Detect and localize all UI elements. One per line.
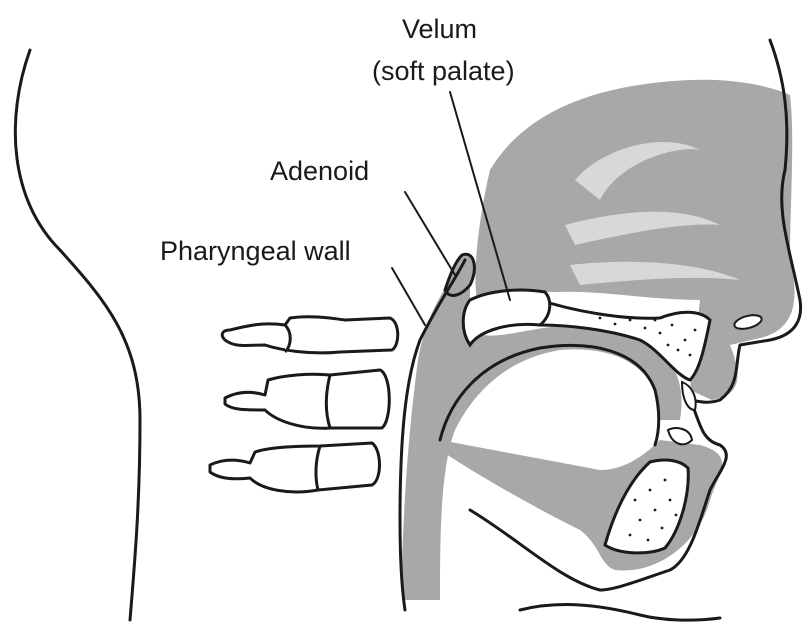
- velum-label: Velum: [402, 14, 477, 44]
- head-neck-outline: [15, 50, 140, 620]
- soft-palate-label: (soft palate): [372, 56, 515, 86]
- vertebra-2: [225, 370, 389, 428]
- vertebra-3: [210, 443, 380, 492]
- pharyngeal-wall-leader-line: [392, 268, 425, 325]
- pharyngeal-wall-label: Pharyngeal wall: [160, 236, 351, 266]
- chin-neck-line: [520, 605, 720, 621]
- adenoid-label: Adenoid: [270, 156, 369, 186]
- adenoid-leader-line: [405, 192, 455, 275]
- vertebra-1: [222, 317, 397, 353]
